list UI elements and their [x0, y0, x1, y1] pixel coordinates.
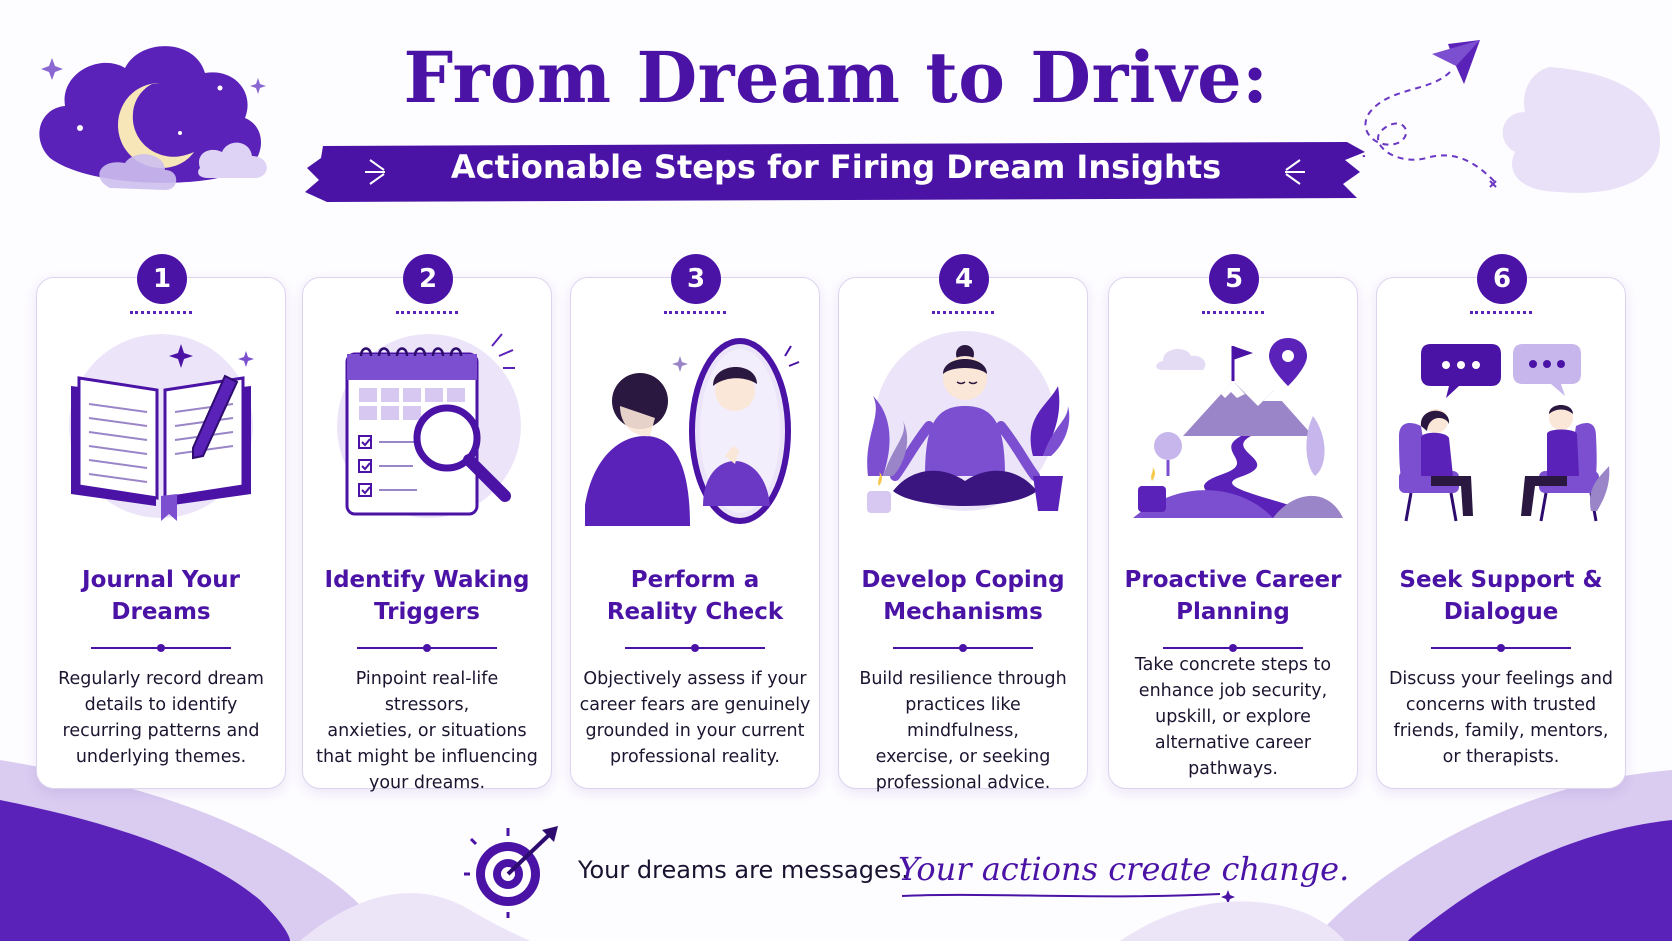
step-title: Proactive Career Planning — [1124, 567, 1342, 625]
footer-message: Your dreams are messages. — [578, 856, 909, 884]
paper-plane-icon — [1360, 40, 1660, 193]
subtitle-banner — [305, 142, 1365, 202]
step-card-1: 1 Journal Your Dreams Regularly record d… — [36, 254, 286, 789]
step-title: Seek Support & Dialogue — [1399, 567, 1603, 625]
step-number-badge: 2 — [403, 254, 453, 304]
step-card-2: 2 Identify Waking Trigg — [302, 254, 552, 793]
step-number-badge: 6 — [1477, 254, 1527, 304]
calendar-magnifier-icon — [337, 333, 521, 518]
step-description: Build resilience through practices like … — [859, 669, 1067, 793]
step-title: Develop Coping Mechanisms — [861, 567, 1065, 625]
dotted-connector — [1202, 311, 1264, 318]
title-divider — [625, 644, 765, 652]
step-card-5: 5 Proactive Career Planning Take co — [1108, 254, 1358, 789]
title-divider — [893, 644, 1033, 652]
mountain-path-icon — [1133, 338, 1343, 518]
page-title: From Dream to Drive: — [403, 36, 1269, 119]
step-title: Journal Your Dreams — [82, 567, 240, 625]
page-subtitle: Actionable Steps for Firing Dream Insigh… — [450, 148, 1222, 186]
step-number-badge: 5 — [1209, 254, 1259, 304]
title-divider — [357, 644, 497, 652]
step-title: Perform a Reality Check — [606, 567, 784, 625]
step-description: Objectively assess if your career fears … — [579, 669, 811, 767]
meditation-icon — [867, 331, 1070, 513]
open-journal-icon — [69, 334, 254, 521]
bottom-wave-decoration — [0, 760, 1672, 941]
step-description: Discuss your feelings and concerns with … — [1388, 669, 1614, 767]
step-number-badge: 1 — [137, 254, 187, 304]
step-title: Identify Waking Triggers — [324, 567, 530, 625]
step-description: Take concrete steps to enhance job secur… — [1134, 655, 1332, 779]
step-card-3: 3 Perform a Reality Check Objectively as… — [570, 254, 820, 789]
step-description: Pinpoint real-life stressors, anxieties,… — [316, 669, 538, 793]
dotted-connector — [932, 311, 994, 318]
step-description: Regularly record dream details to identi… — [58, 669, 264, 767]
step-card-4: 4 Develop Coping Mechanisms Build resili… — [838, 254, 1088, 793]
step-number-badge: 4 — [939, 254, 989, 304]
dotted-connector — [130, 311, 192, 318]
step-card-6: 6 Seek Support & Dialogue — [1376, 254, 1626, 789]
dotted-connector — [664, 311, 726, 318]
moon-cloud-icon — [39, 46, 267, 190]
title-divider — [1163, 644, 1303, 652]
dotted-connector — [1470, 311, 1532, 318]
mirror-reflection-icon — [585, 338, 800, 526]
dotted-connector — [396, 311, 458, 318]
step-number-badge: 3 — [671, 254, 721, 304]
target-arrow-icon — [464, 826, 558, 918]
tagline-underline — [901, 890, 1235, 902]
footer-tagline: Your actions create change. — [898, 850, 1350, 888]
conversation-icon — [1399, 344, 1610, 522]
title-divider — [91, 644, 231, 652]
title-divider — [1431, 644, 1571, 652]
